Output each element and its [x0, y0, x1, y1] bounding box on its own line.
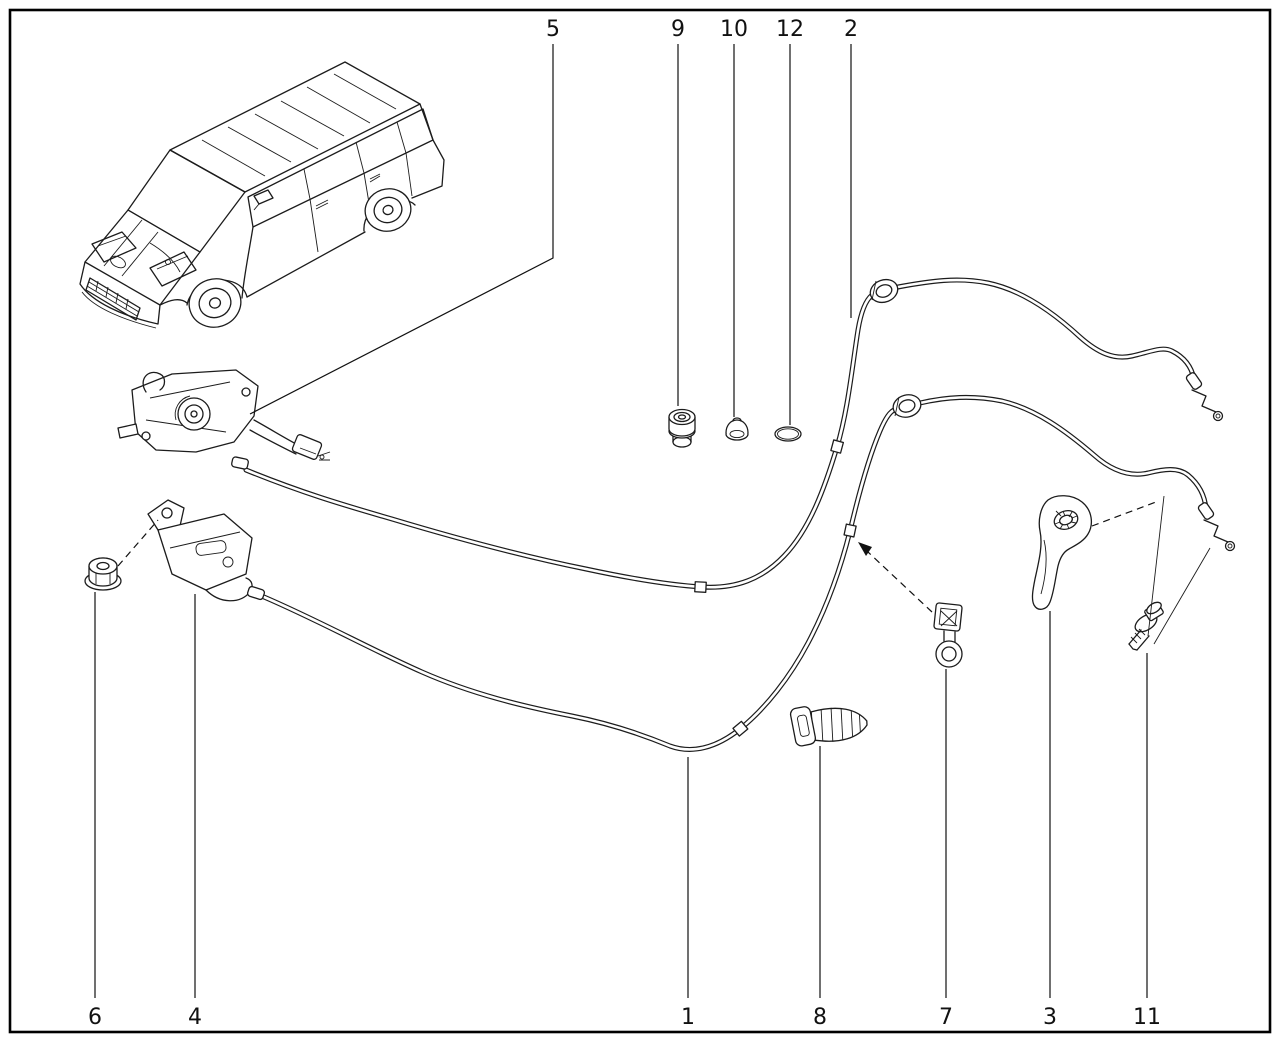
cable-end-terminal-rear [1185, 372, 1224, 422]
callout-label: 3 [1043, 1005, 1057, 1030]
hood-lock-assembly-drawing [117, 369, 331, 470]
callout-9: 9 [671, 17, 685, 406]
front-wheel [188, 278, 242, 328]
flange-nut-drawing [84, 557, 122, 591]
callout-label: 9 [671, 17, 685, 42]
callouts: 5 9 10 12 2 6 4 1 [88, 17, 1161, 1030]
cable-grommet-fitting-front [892, 394, 922, 418]
callout-8: 8 [813, 746, 827, 1030]
callout-label: 10 [720, 17, 748, 42]
mounting-pointer-lines [1091, 495, 1211, 645]
cable-clip-drawing [789, 706, 868, 747]
callout-4: 4 [188, 594, 202, 1030]
install-direction-arrow [858, 542, 933, 613]
release-cable-front-drawing [261, 394, 1209, 752]
grommet-plug-drawing [668, 408, 696, 448]
release-cable-rear-drawing [243, 277, 1197, 593]
callout-label: 5 [546, 17, 560, 42]
leader-line [249, 44, 554, 415]
callout-5: 5 [249, 17, 560, 415]
car-illustration [79, 61, 445, 329]
cable-retainer-drawing [933, 602, 963, 668]
bolt-drawing [1128, 601, 1164, 651]
callout-label: 8 [813, 1005, 827, 1030]
cap-drawing [725, 417, 749, 441]
callout-label: 2 [844, 17, 858, 42]
callout-7: 7 [939, 669, 953, 1030]
callout-label: 6 [88, 1005, 102, 1030]
callout-6: 6 [88, 592, 102, 1030]
side-mirror [253, 189, 274, 205]
callout-label: 11 [1133, 1005, 1161, 1030]
callout-label: 12 [776, 17, 804, 42]
callout-11: 11 [1133, 653, 1161, 1030]
callout-10: 10 [720, 17, 748, 417]
cable-end-terminal-front [1197, 502, 1236, 552]
safety-hook-lock-drawing [147, 499, 266, 602]
nut-install-dashed-line [117, 519, 159, 567]
callout-label: 4 [188, 1005, 202, 1030]
callout-1: 1 [681, 757, 695, 1030]
callout-2: 2 [844, 17, 858, 318]
brand-badge [110, 255, 126, 269]
callout-label: 1 [681, 1005, 695, 1030]
cable-grommet-fitting-rear [869, 278, 899, 304]
callout-12: 12 [776, 17, 804, 425]
seal-ring-drawing [774, 426, 802, 442]
callout-label: 7 [939, 1005, 953, 1030]
release-handle-drawing [1031, 495, 1093, 610]
rear-wheel [364, 188, 412, 232]
callout-3: 3 [1043, 611, 1057, 1030]
